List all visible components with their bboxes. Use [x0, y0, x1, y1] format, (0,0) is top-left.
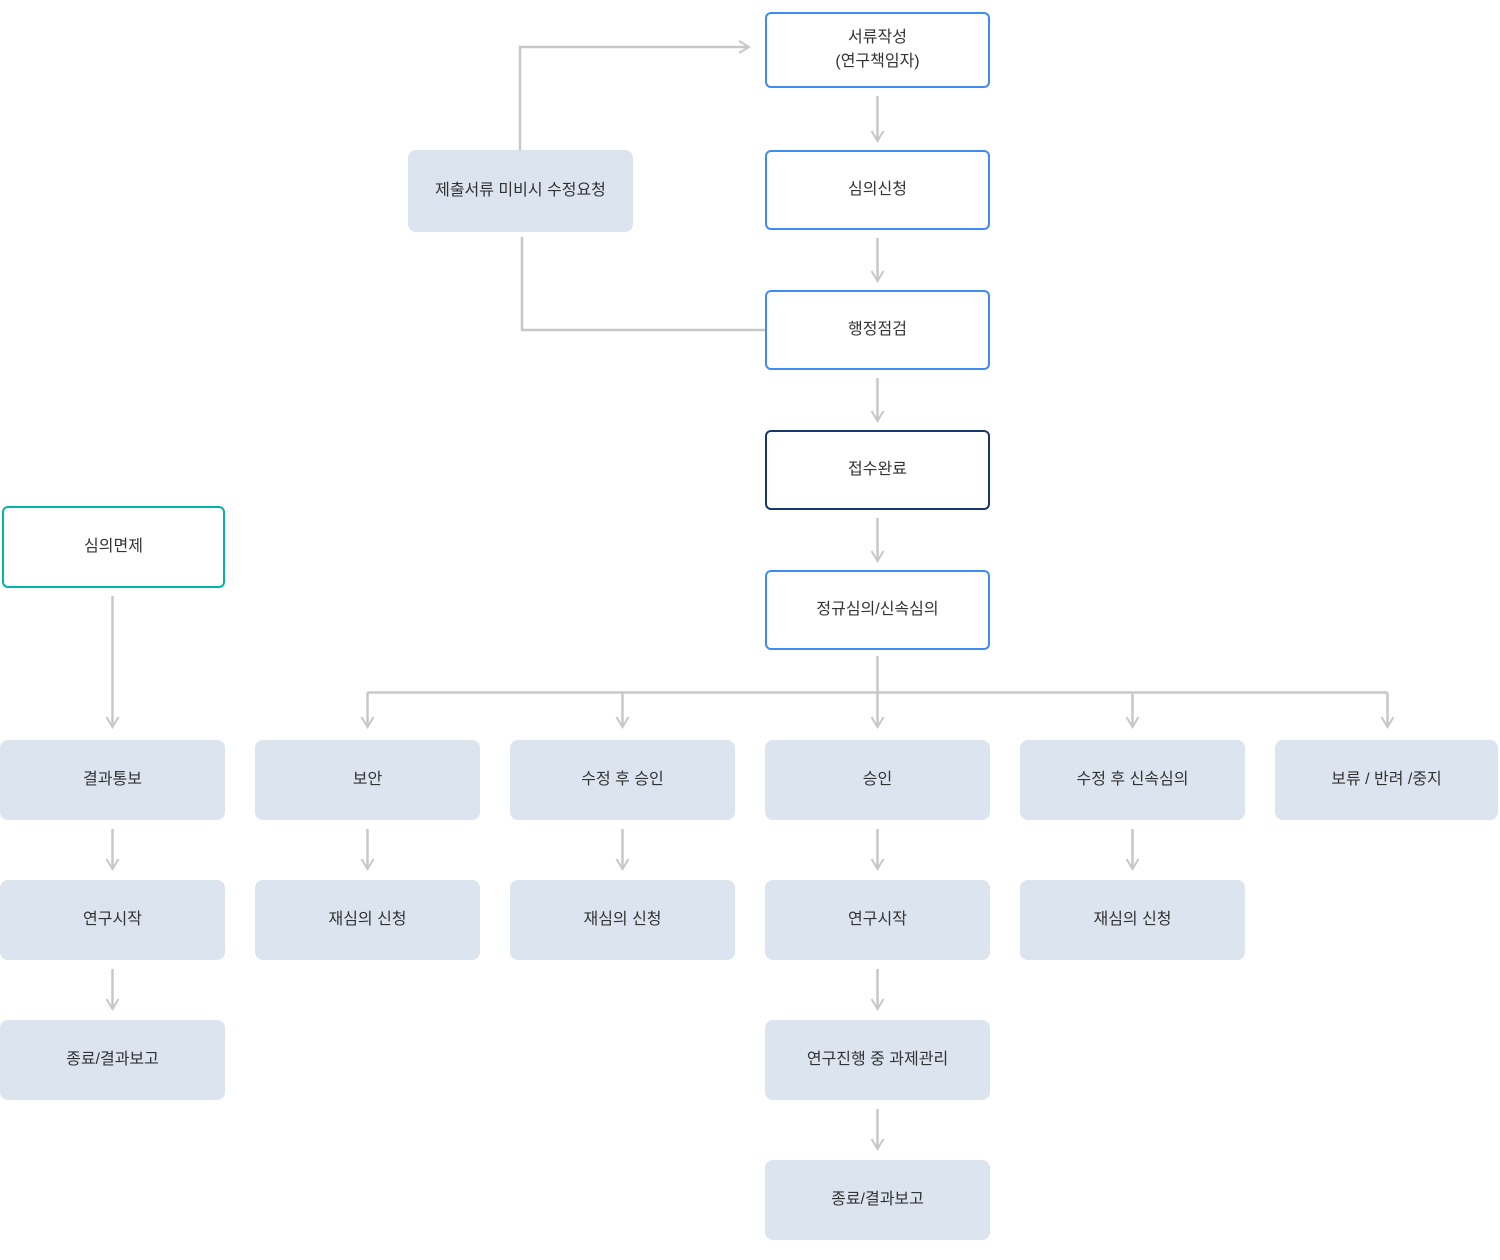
- node-end-report-left: 종료/결과보고: [0, 1020, 225, 1100]
- node-research-start-left: 연구시작: [0, 880, 225, 960]
- node-label: 연구시작: [83, 911, 142, 928]
- node-admin-check: 행정점검: [765, 290, 990, 370]
- node-research-start-center: 연구시작: [765, 880, 990, 960]
- node-expedited-after-revision: 수정 후 신속심의: [1020, 740, 1245, 820]
- node-label: 심의신청: [848, 181, 907, 198]
- node-label: 연구시작: [848, 911, 907, 928]
- node-label: 심의면제: [84, 538, 143, 555]
- node-doc-creation: 서류작성 (연구책임자): [765, 12, 990, 88]
- node-sublabel: (연구책임자): [835, 53, 920, 70]
- node-revision-request: 제출서류 미비시 수정요청: [408, 150, 633, 232]
- node-rereview-request-1: 재심의 신청: [255, 880, 480, 960]
- node-label: 종료/결과보고: [66, 1051, 159, 1068]
- node-review-exemption: 심의면제: [2, 506, 225, 588]
- node-label: 보안: [352, 771, 383, 788]
- node-label: 재심의 신청: [583, 911, 662, 928]
- node-label: 재심의 신청: [328, 911, 407, 928]
- node-label: 결과통보: [83, 771, 142, 788]
- node-result-notice: 결과통보: [0, 740, 225, 820]
- node-label: 승인: [862, 771, 893, 788]
- node-approval: 승인: [765, 740, 990, 820]
- node-rereview-request-2: 재심의 신청: [510, 880, 735, 960]
- arrow-revision-to-doc: [518, 40, 751, 150]
- node-rereview-request-3: 재심의 신청: [1020, 880, 1245, 960]
- node-end-report-center: 종료/결과보고: [765, 1160, 990, 1240]
- node-task-management: 연구진행 중 과제관리: [765, 1020, 990, 1100]
- line-admin-to-revision: [520, 237, 765, 332]
- node-receipt-complete: 접수완료: [765, 430, 990, 510]
- node-approval-after-revision: 수정 후 승인: [510, 740, 735, 820]
- node-review-request: 심의신청: [765, 150, 990, 230]
- node-label: 정규심의/신속심의: [816, 601, 939, 618]
- node-label: 접수완료: [848, 461, 907, 478]
- node-label: 연구진행 중 과제관리: [806, 1051, 949, 1068]
- node-label: 재심의 신청: [1093, 911, 1172, 928]
- node-label: 수정 후 신속심의: [1076, 771, 1189, 788]
- node-label: 행정점검: [848, 321, 907, 338]
- node-regular-review: 정규심의/신속심의: [765, 570, 990, 650]
- node-label: 보류 / 반려 /중지: [1331, 771, 1442, 788]
- node-supplement: 보안: [255, 740, 480, 820]
- node-hold-reject-stop: 보류 / 반려 /중지: [1275, 740, 1498, 820]
- node-label: 수정 후 승인: [581, 771, 664, 788]
- node-label: 서류작성: [848, 29, 907, 46]
- node-label: 제출서류 미비시 수정요청: [435, 182, 606, 199]
- node-label: 종료/결과보고: [831, 1191, 924, 1208]
